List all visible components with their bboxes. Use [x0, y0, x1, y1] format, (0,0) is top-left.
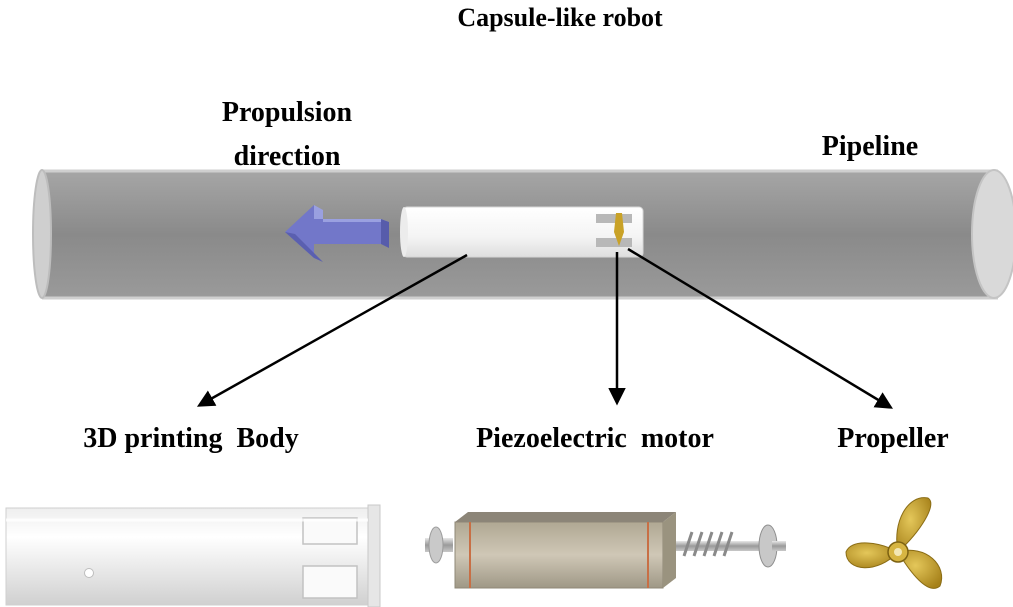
callout-arrows	[196, 247, 893, 409]
propeller-label: Propeller	[837, 423, 948, 454]
pipeline-end-rim	[971, 169, 1013, 299]
capsule-robot	[400, 206, 644, 258]
propulsion-label-line2: direction	[234, 141, 341, 172]
diagram-title: Capsule-like robot	[457, 3, 663, 32]
body-label: 3D printing Body	[83, 423, 299, 454]
propulsion-label-line1: Propulsion	[222, 97, 353, 128]
body-part-icon	[5, 504, 381, 607]
motor-label: Piezoelectric motor	[476, 423, 714, 454]
motor-part-icon	[425, 512, 786, 589]
propulsion-arrow-icon	[285, 205, 389, 262]
pipeline-label: Pipeline	[822, 131, 918, 162]
propeller-part-icon	[845, 497, 943, 589]
propeller-mini-icon	[614, 213, 624, 246]
